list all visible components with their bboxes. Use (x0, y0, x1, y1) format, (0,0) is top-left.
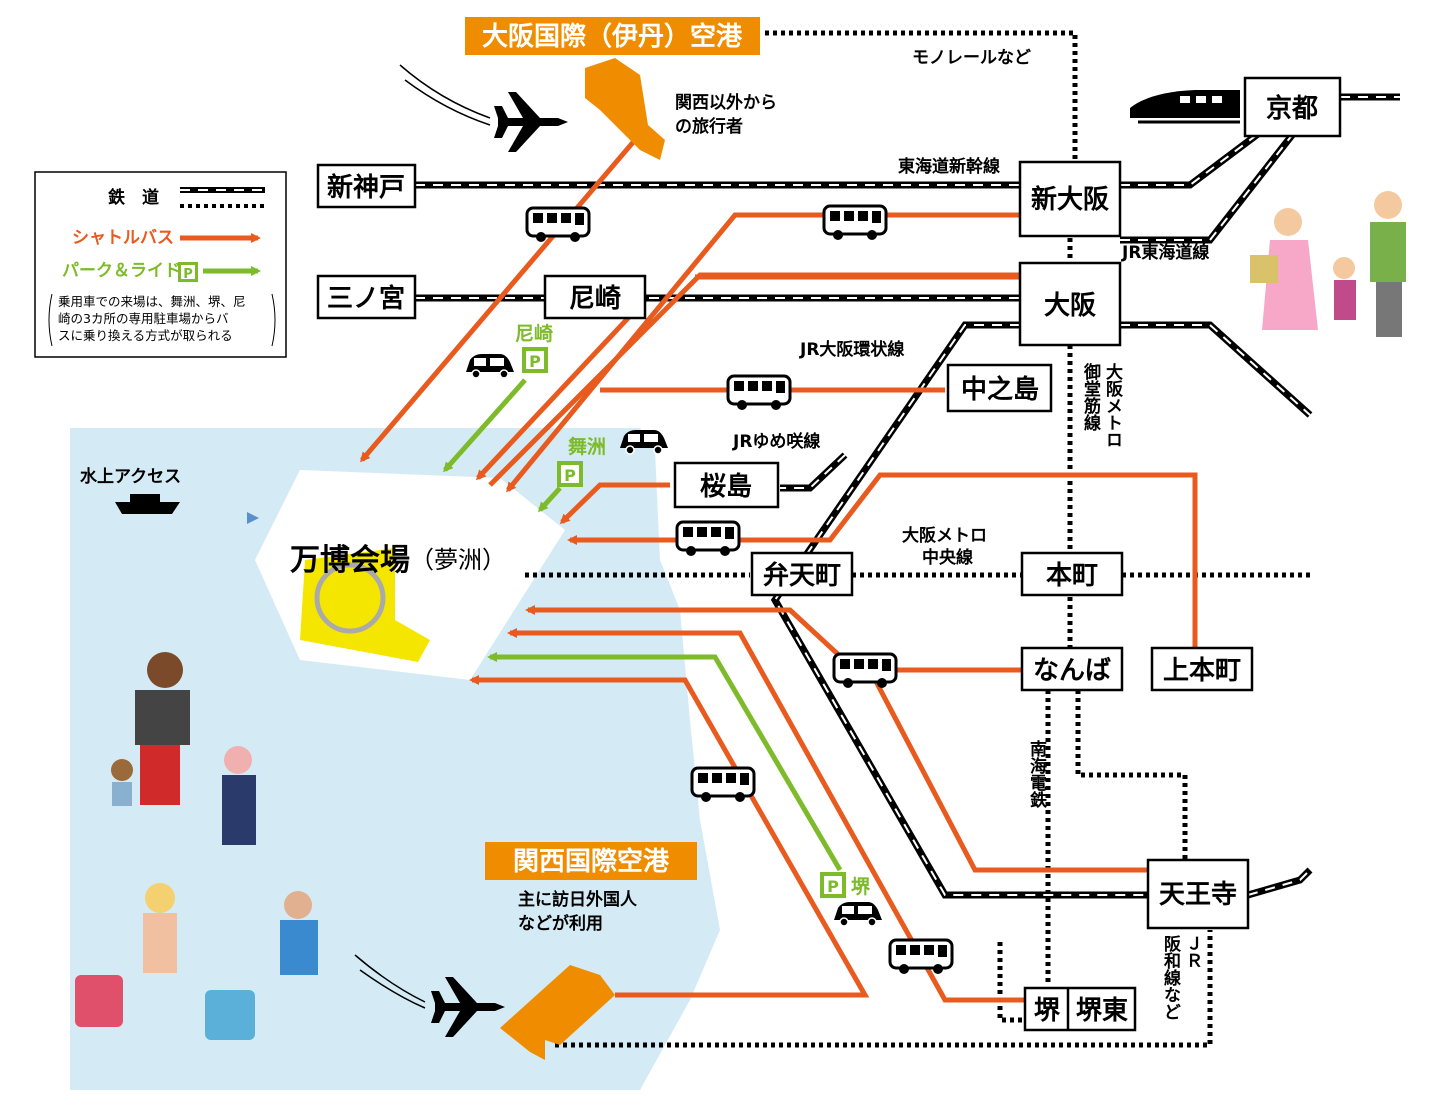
pr-maishima-p: P (564, 466, 576, 485)
legend-shuttle-label: シャトルバス (72, 228, 174, 248)
bus-icon (822, 204, 888, 242)
legend-railway-label: 鉄 道 (108, 187, 159, 208)
station-sannomiya: 三ノ宮 (327, 283, 405, 314)
kansai-airport: 関西国際空港 主に訪日外国人 などが利用 (354, 842, 697, 1060)
station-tennoji: 天王寺 (1159, 880, 1237, 910)
venue-sub: （夢洲） (410, 546, 506, 574)
grand-ring (314, 562, 386, 634)
bus-icon (525, 206, 591, 244)
legend-note-2: 崎の3カ所の専用駐車場からバ (58, 311, 228, 326)
car-icon (465, 353, 515, 379)
station-kyoto: 京都 (1266, 93, 1318, 124)
shinkansen-icon (1130, 90, 1240, 124)
station-sakai: 堺 (1034, 996, 1061, 1026)
legend-park-ride-label: パーク＆ライド (62, 261, 181, 281)
itami-airport-title: 大阪国際（伊丹）空港 (482, 21, 743, 52)
bus-icon (675, 520, 741, 558)
ship-icon (115, 494, 180, 514)
label-monorail: モノレールなど (912, 48, 1031, 68)
sea-area (70, 428, 720, 1090)
label-tokaido-shinkansen: 東海道新幹線 (898, 156, 1000, 177)
station-amagasaki: 尼崎 (569, 284, 621, 314)
itami-airport: 大阪国際（伊丹）空港 関西以外から の旅行者 (399, 17, 777, 160)
station-namba: なんば (1033, 656, 1111, 686)
plane-trail-2 (404, 79, 491, 126)
itami-airport-shape (585, 58, 665, 160)
line-labels: モノレールなど 東海道新幹線 JR東海道線 JR大阪環状線 JRゆめ咲線 大阪メ… (732, 48, 1209, 1020)
water-access-label: 水上アクセス (80, 466, 181, 487)
venue-name: 万博会場 (290, 543, 410, 578)
station-shin-osaka: 新大阪 (1031, 184, 1109, 215)
station-shin-kobe: 新神戸 (327, 172, 405, 203)
label-nankai: 南海電鉄 (1026, 739, 1047, 809)
itami-note-2: の旅行者 (675, 116, 743, 137)
legend-p-mark: P (183, 267, 193, 282)
station-sakaihigashi: 堺東 (1076, 996, 1128, 1026)
park-ride-points: 尼崎 P 舞洲 P P 堺 (515, 322, 871, 898)
tourists-illustration (75, 652, 318, 1040)
kansai-note-2: などが利用 (518, 913, 603, 934)
label-metro-chuo-1: 大阪メトロ (902, 525, 987, 546)
bus-icon (888, 938, 954, 976)
legend-note-1: 乗用車での来場は、舞洲、堺、尼 (58, 294, 246, 309)
label-metro-midosuji-2: 御堂筋線 (1080, 362, 1102, 432)
label-metro-midosuji-1: 大阪メトロ (1102, 362, 1123, 448)
pr-sakai-label: 堺 (851, 876, 871, 898)
airplane-icon (494, 92, 568, 152)
legend-note-3: スに乗り換える方式が取られる (58, 328, 233, 343)
station-uehonmachi: 上本町 (1163, 656, 1241, 686)
legend: 鉄 道 シャトルバス パーク＆ライド P 乗用車での来場は、舞洲、堺、尼 崎の3… (34, 171, 287, 358)
station-osaka: 大阪 (1044, 291, 1096, 321)
stations: 新神戸 三ノ宮 尼崎 新大阪 大阪 京都 中之島 桜島 弁天町 本町 なんば 上… (316, 76, 1342, 1032)
park-and-ride-routes (443, 378, 843, 872)
station-nakanoshima: 中之島 (961, 374, 1039, 405)
car-icon (833, 901, 883, 927)
label-jr-tokaido: JR東海道線 (1121, 242, 1209, 263)
itami-note-1: 関西以外から (675, 92, 777, 113)
bus-icon (832, 652, 898, 690)
shuttle-bus-routes (360, 138, 1198, 1003)
kansai-airport-title: 関西国際空港 (513, 846, 670, 877)
family-illustration (1250, 191, 1406, 337)
kansai-note-1: 主に訪日外国人 (518, 889, 638, 910)
label-jr-hanwa-2: 阪和線など (1160, 935, 1181, 1020)
label-jr-loop: JR大阪環状線 (799, 339, 904, 360)
station-honmachi: 本町 (1046, 561, 1098, 591)
station-sakurajima: 桜島 (700, 472, 752, 502)
station-bentencho: 弁天町 (763, 560, 841, 591)
bus-icon (726, 374, 792, 412)
expo-venue-yellow-area (300, 548, 430, 662)
label-metro-chuo-2: 中央線 (922, 547, 973, 568)
kansai-airport-shape (500, 965, 615, 1060)
pr-amagasaki-label: 尼崎 (515, 322, 553, 345)
pr-sakai-p: P (827, 877, 839, 896)
plane-trail-4 (359, 969, 426, 1009)
label-jr-hanwa-1: ＪＲ (1182, 935, 1202, 969)
label-jr-yumesaki: JRゆめ咲線 (732, 431, 820, 452)
bus-icon (690, 766, 756, 804)
plane-trail-1 (399, 64, 491, 119)
plane-trail-3 (354, 954, 426, 1003)
pr-amagasaki-p: P (529, 352, 541, 371)
pr-maishima-label: 舞洲 (568, 435, 606, 458)
